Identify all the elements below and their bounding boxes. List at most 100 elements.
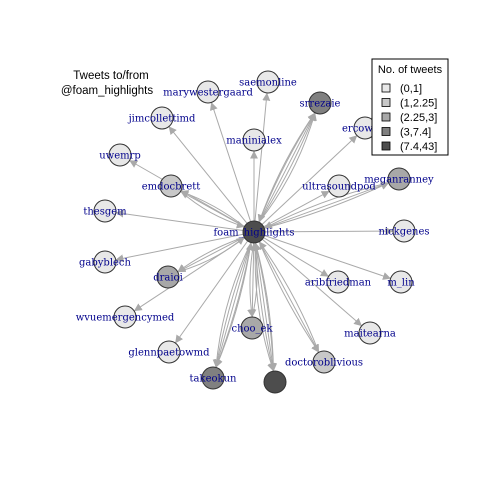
- edge-to-gabyblech: [115, 233, 244, 263]
- node-circle-glennpaetowmd[interactable]: [157, 340, 181, 364]
- node-choo_ek[interactable]: choo_ek: [231, 316, 273, 340]
- node-unlabeled_dark[interactable]: [263, 370, 287, 394]
- node-label-maninialex: maninialex: [226, 136, 282, 147]
- node-maitearna[interactable]: maitearna: [344, 321, 396, 345]
- edge-to-thesgem: [115, 209, 244, 231]
- node-foam_highlights[interactable]: foam_highlights: [213, 220, 295, 244]
- legend-box: [371, 58, 449, 156]
- title-line-1: Tweets to/from: [73, 70, 148, 82]
- node-circle-wvuemergencymed[interactable]: [113, 305, 137, 329]
- edge-from-doctoroblivious: [258, 241, 320, 353]
- node-aribfriedman[interactable]: aribfriedman: [305, 270, 372, 294]
- node-label-aribfriedman: aribfriedman: [305, 278, 372, 289]
- edge-from-meganranney: [263, 182, 389, 229]
- legend-label-4: (7.4,43]: [400, 141, 437, 153]
- node-label-wvuemergencymed: wvuemergencymed: [76, 313, 175, 324]
- node-label-uwemrp: uwemrp: [99, 151, 141, 162]
- node-gabyblech[interactable]: gabyblech: [79, 250, 132, 274]
- node-circle-saemonline[interactable]: [256, 70, 280, 94]
- node-circle-unlabeled_dark[interactable]: [263, 370, 287, 394]
- node-label-takeokun: takeokun: [190, 374, 237, 385]
- node-circle-ultrasoundpod[interactable]: [327, 174, 351, 198]
- node-wvuemergencymed[interactable]: wvuemergencymed: [76, 305, 175, 329]
- node-label-meganranney: meganranney: [364, 175, 434, 186]
- node-label-doctoroblivious: doctoroblivious: [285, 358, 363, 369]
- node-circle-jimcollettimd[interactable]: [150, 106, 174, 130]
- node-emdocbrett[interactable]: emdocbrett: [142, 174, 201, 198]
- node-circle-srrezaie[interactable]: [308, 91, 332, 115]
- edge-to-srrezaie-3: [258, 112, 317, 223]
- node-circle-nickgenes[interactable]: [392, 219, 416, 243]
- legend-label-2: (2.25,3]: [400, 112, 437, 124]
- node-label-glennpaetowmd: glennpaetowmd: [128, 348, 210, 359]
- node-maninialex[interactable]: maninialex: [226, 128, 282, 152]
- node-circle-emdocbrett[interactable]: [159, 174, 183, 198]
- node-circle-uwemrp[interactable]: [108, 143, 132, 167]
- node-circle-gabyblech[interactable]: [93, 250, 117, 274]
- node-circle-takeokun[interactable]: [201, 366, 225, 390]
- legend-label-3: (3,7.4]: [400, 127, 431, 139]
- edge-from-unlabeled_dark: [253, 242, 274, 372]
- node-meganranney[interactable]: meganranney: [364, 167, 434, 191]
- node-jimcollettimd[interactable]: jimcollettimd: [128, 106, 196, 130]
- edge-to-takeokun: [214, 242, 252, 368]
- node-thesgem[interactable]: thesgem: [83, 199, 127, 223]
- node-label-thesgem: thesgem: [83, 207, 127, 218]
- node-circle-maitearna[interactable]: [358, 321, 382, 345]
- edge-to-srrezaie: [258, 112, 316, 223]
- node-circle-thesgem[interactable]: [93, 199, 117, 223]
- edge-to-glennpaetowmd: [174, 240, 249, 344]
- node-label-m_lin: m_lin: [387, 278, 415, 289]
- legend-swatch-0: [381, 83, 391, 93]
- node-circle-choo_ek[interactable]: [240, 316, 264, 340]
- legend-label-1: (1,2.25]: [400, 98, 437, 110]
- edge-to-ultrasoundpod: [263, 190, 330, 228]
- edge-to-aribfriedman: [263, 237, 329, 277]
- node-saemonline[interactable]: saemonline: [239, 70, 297, 94]
- edge-to-unlabeled_dark-1: [255, 242, 276, 372]
- node-circle-marywestergaard[interactable]: [196, 80, 220, 104]
- edge-to-wvuemergencymed: [133, 237, 246, 312]
- legend-swatch-2: [381, 112, 391, 122]
- edge-from-emdocbrett: [180, 190, 245, 229]
- nodes-layer: foam_highlights marywestergaardsaemonline…: [76, 70, 434, 394]
- edge-to-nickgenes: [264, 227, 394, 236]
- legend-swatch-3: [381, 127, 391, 136]
- node-ercowl[interactable]: ercowl: [342, 116, 377, 140]
- edge-to-draioi: [177, 236, 245, 273]
- legend-swatch-1: [381, 98, 391, 107]
- edge-to-doctoroblivious-1: [258, 241, 320, 353]
- node-label-saemonline: saemonline: [239, 78, 297, 89]
- edge-from-takeokun: [215, 242, 254, 368]
- legend-swatch-4: [381, 141, 391, 151]
- node-ultrasoundpod[interactable]: ultrasoundpod: [302, 174, 376, 198]
- node-takeokun[interactable]: takeokun: [190, 366, 237, 390]
- node-nickgenes[interactable]: nickgenes: [378, 219, 430, 243]
- legend-title: No. of tweets: [378, 64, 443, 76]
- node-circle-maninialex[interactable]: [242, 128, 266, 152]
- node-circle-foam_highlights[interactable]: [242, 220, 266, 244]
- node-glennpaetowmd[interactable]: glennpaetowmd: [128, 340, 210, 364]
- node-marywestergaard[interactable]: marywestergaard: [163, 80, 253, 104]
- edge-from-srrezaie: [257, 112, 316, 223]
- node-label-foam_highlights: foam_highlights: [213, 228, 294, 239]
- node-srrezaie[interactable]: srrezaie: [300, 91, 341, 115]
- node-draioi[interactable]: draioi: [153, 265, 183, 289]
- node-label-choo_ek: choo_ek: [231, 324, 273, 335]
- node-circle-draioi[interactable]: [156, 265, 180, 289]
- legend-label-0: (0,1]: [400, 83, 422, 95]
- edge-to-maitearna: [261, 238, 363, 327]
- legend: No. of tweets (0,1] (1,2.25] (2.25,3] (3,7.…: [371, 58, 449, 156]
- edge-to-takeokun-1: [213, 242, 252, 368]
- node-circle-doctoroblivious[interactable]: [312, 350, 336, 374]
- node-label-draioi: draioi: [153, 273, 183, 284]
- node-doctoroblivious[interactable]: doctoroblivious: [285, 350, 363, 374]
- node-circle-aribfriedman[interactable]: [326, 270, 350, 294]
- node-m_lin[interactable]: m_lin: [387, 270, 415, 294]
- node-circle-meganranney[interactable]: [387, 167, 411, 191]
- node-uwemrp[interactable]: uwemrp: [99, 143, 141, 167]
- edge-to-meganranney: [264, 181, 390, 229]
- edge-to-meganranney-1: [264, 182, 390, 229]
- node-circle-m_lin[interactable]: [389, 270, 413, 294]
